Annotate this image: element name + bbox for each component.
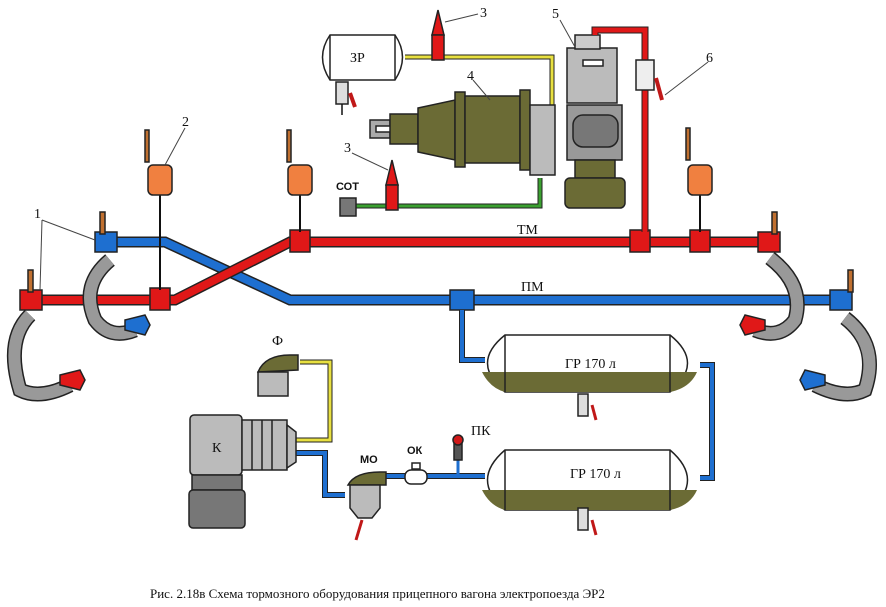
main-reservoir-1: ГР 170 л xyxy=(482,334,697,421)
label-pm: ПМ xyxy=(521,280,544,295)
label-gr2: ГР 170 л xyxy=(570,467,621,482)
brake-cylinder xyxy=(369,89,556,176)
label-ok: ОК xyxy=(407,445,423,457)
check-valve xyxy=(404,462,428,485)
label-mo: МО xyxy=(360,454,378,466)
main-reservoir-2: ГР 170 л xyxy=(482,449,697,536)
emergency-valve xyxy=(286,129,313,232)
valve-3-bottom xyxy=(385,159,399,211)
label-4: 4 xyxy=(467,69,474,84)
label-tm: ТМ xyxy=(517,223,538,238)
label-zr: ЗР xyxy=(350,51,365,66)
label-k: К xyxy=(212,441,222,456)
label-3-bottom: 3 xyxy=(344,141,351,156)
air-distributor xyxy=(564,34,626,209)
label-5: 5 xyxy=(552,7,559,22)
tee xyxy=(149,287,171,311)
reservoir-zr: ЗР xyxy=(321,34,404,115)
tee xyxy=(689,229,711,253)
brake-main-pipe xyxy=(28,236,775,306)
safety-valve xyxy=(452,434,464,476)
label-6: 6 xyxy=(706,51,713,66)
valve-3-top xyxy=(431,9,445,61)
filter xyxy=(256,354,299,397)
label-3-top: 3 xyxy=(480,6,487,21)
label-sot: СОТ xyxy=(336,181,359,193)
tee xyxy=(289,229,311,253)
moisture-separator xyxy=(346,471,387,541)
label-f: Ф xyxy=(272,334,283,349)
label-1: 1 xyxy=(34,207,41,222)
leader-lines xyxy=(39,13,709,291)
tee xyxy=(629,229,651,253)
figure-caption: Рис. 2.18в Схема тормозного оборудования… xyxy=(150,586,605,601)
valve-6 xyxy=(635,59,655,91)
label-gr1: ГР 170 л xyxy=(565,357,616,372)
emergency-valve xyxy=(144,129,173,290)
end-cock-right-red xyxy=(739,211,805,341)
end-cock-left-blue xyxy=(82,211,151,341)
tee xyxy=(449,289,475,311)
emergency-valve xyxy=(685,127,713,232)
end-cock-right-blue xyxy=(799,269,877,402)
label-2: 2 xyxy=(182,115,189,130)
end-cock-left-red xyxy=(6,269,86,402)
sot-plug xyxy=(339,197,357,217)
compressor: К xyxy=(188,414,297,529)
label-pk: ПК xyxy=(471,424,491,439)
